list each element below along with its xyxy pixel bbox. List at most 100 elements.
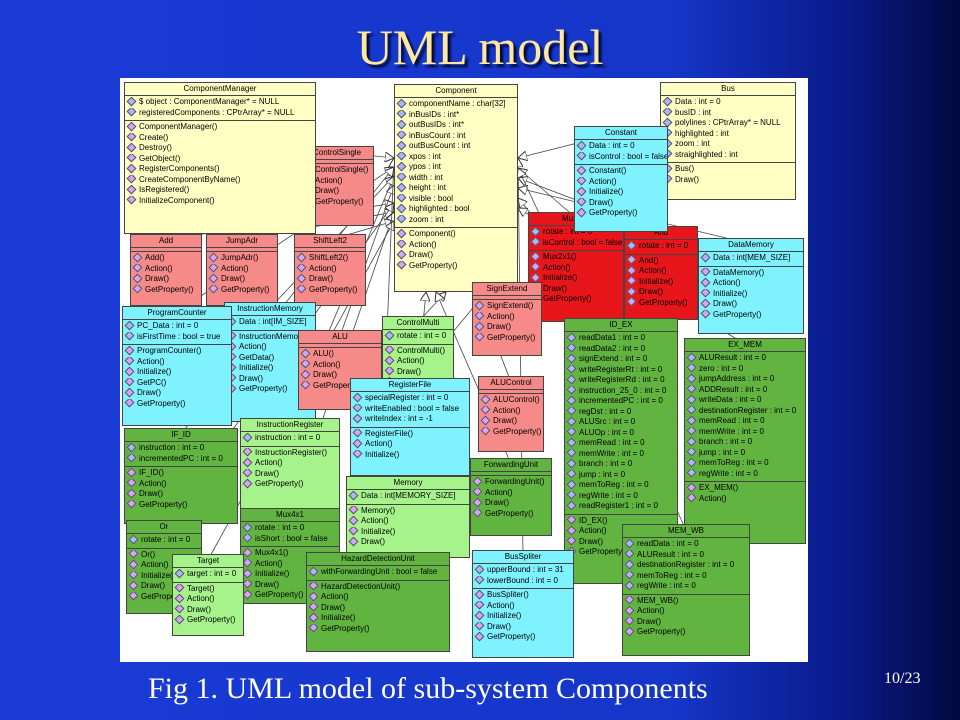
attribute-icon: [396, 214, 407, 224]
attribute-row: upperBound : int = 31: [473, 565, 573, 576]
operation-row: Draw(): [307, 602, 449, 614]
member-text: regWrite : int = 0: [699, 468, 758, 478]
operation-icon: [296, 284, 307, 294]
member-text: Draw(): [137, 388, 161, 397]
operation-row: GetProperty(): [123, 398, 231, 410]
member-text: zero : int = 0: [699, 363, 744, 373]
operation-row: Mux2x1(): [529, 252, 623, 263]
member-text: GetProperty(): [137, 398, 186, 408]
attribute-icon: [686, 384, 697, 394]
attribute-row: ALUResult : int = 0: [623, 549, 749, 561]
operation-row: Draw(): [299, 370, 381, 381]
operation-section: Component()Action()Draw()GetProperty(): [395, 228, 517, 273]
operation-row: Memory(): [347, 505, 469, 517]
member-text: Action(): [255, 458, 283, 467]
operation-row: Initialize(): [529, 273, 623, 284]
member-text: ComponentManager(): [139, 122, 218, 131]
attribute-row: writeEnabled : bool = false: [351, 403, 469, 415]
operation-icon: [472, 508, 483, 518]
attribute-row: inBusCount : int: [395, 130, 517, 142]
operation-row: GetProperty(): [125, 499, 237, 511]
attribute-section: target : int = 0: [173, 568, 243, 583]
operation-icon: [208, 274, 219, 284]
operation-icon: [472, 498, 483, 508]
class-name: InstructionRegister: [241, 419, 339, 432]
operation-row: Initialize(): [473, 611, 573, 622]
operation-row: Action(): [127, 560, 201, 571]
member-text: Initialize(): [239, 363, 274, 372]
member-text: BusSpliter(): [487, 590, 529, 599]
member-text: EX_MEM(): [699, 483, 739, 492]
operation-icon: [576, 187, 587, 197]
operation-row: Add(): [131, 253, 201, 264]
operation-row: ForwardingUnit(): [471, 477, 551, 488]
member-text: destinationRegister : int = 0: [637, 560, 735, 569]
class-name: Constant: [575, 127, 667, 140]
member-text: signExtend : int = 0: [579, 354, 648, 363]
operation-icon: [348, 537, 359, 547]
member-text: instruction : int = 0: [255, 433, 321, 442]
operation-icon: [128, 560, 139, 570]
attribute-row: readRegister1 : int = 0: [565, 501, 677, 512]
operation-icon: [124, 377, 135, 387]
attribute-section: withForwardingUnit : bool = false: [307, 566, 449, 581]
operation-section: ALU()Action()Draw()GetProperty(): [299, 348, 381, 393]
member-text: Action(): [579, 526, 607, 535]
operation-icon: [384, 366, 395, 376]
member-text: readData1 : int = 0: [579, 333, 646, 342]
member-text: Target(): [187, 583, 215, 593]
operation-icon: [132, 274, 143, 284]
attribute-row: visible : bool: [395, 193, 517, 205]
member-text: GetProperty(): [315, 196, 364, 206]
operation-row: GetProperty(): [529, 294, 623, 305]
member-text: Action(): [409, 239, 437, 249]
operation-icon: [124, 367, 135, 377]
operation-row: GetProperty(): [241, 479, 339, 490]
member-text: GetProperty(): [141, 591, 190, 601]
operation-icon: [174, 615, 185, 625]
class-name: Target: [173, 555, 243, 568]
operation-row: GetProperty(): [295, 284, 365, 296]
member-text: Destroy(): [139, 143, 172, 152]
member-text: GetProperty(): [255, 590, 304, 599]
operation-section: Target()Action()Draw()GetProperty(): [173, 583, 243, 628]
member-text: GetProperty(): [579, 547, 628, 556]
member-text: ALUSrc : int = 0: [579, 417, 636, 426]
member-text: Initialize(): [487, 611, 522, 620]
operation-section: ComponentManager()Create()Destroy()GetOb…: [125, 121, 315, 208]
attribute-section: [295, 248, 365, 252]
operation-row: Draw(): [479, 416, 543, 427]
member-text: Action(): [313, 359, 341, 369]
member-text: branch : int = 0: [699, 437, 753, 446]
class-componentmanager[interactable]: ComponentManager$ object : ComponentMana…: [124, 82, 316, 234]
operation-icon: [242, 558, 253, 568]
operation-icon: [242, 479, 253, 489]
member-text: Draw(): [321, 602, 345, 612]
operation-section: Mux2x1()Action()Initialize()Draw()GetPro…: [529, 251, 623, 307]
member-text: GetProperty(): [487, 332, 536, 342]
attribute-row: memRead : int = 0: [565, 438, 677, 449]
member-text: GetProperty(): [313, 380, 362, 390]
